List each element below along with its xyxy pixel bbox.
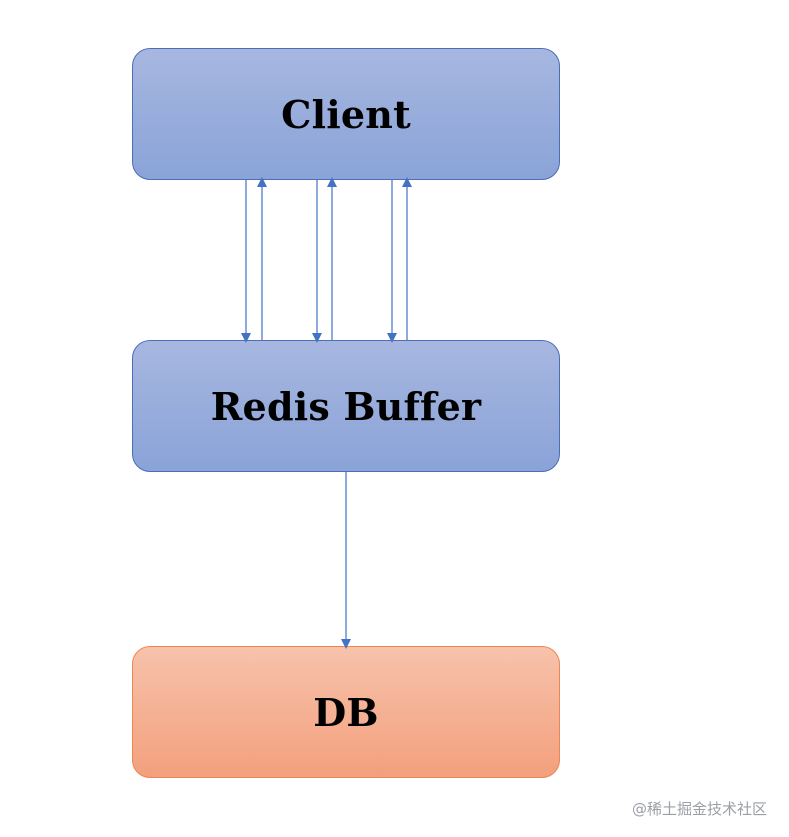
redis-buffer-node: Redis Buffer: [132, 340, 560, 472]
redis-buffer-node-label: Redis Buffer: [210, 383, 482, 429]
db-node: DB: [132, 646, 560, 778]
client-node-label: Client: [281, 91, 411, 137]
client-node: Client: [132, 48, 560, 180]
db-node-label: DB: [313, 689, 379, 735]
watermark: @稀土掘金技术社区: [631, 800, 767, 818]
